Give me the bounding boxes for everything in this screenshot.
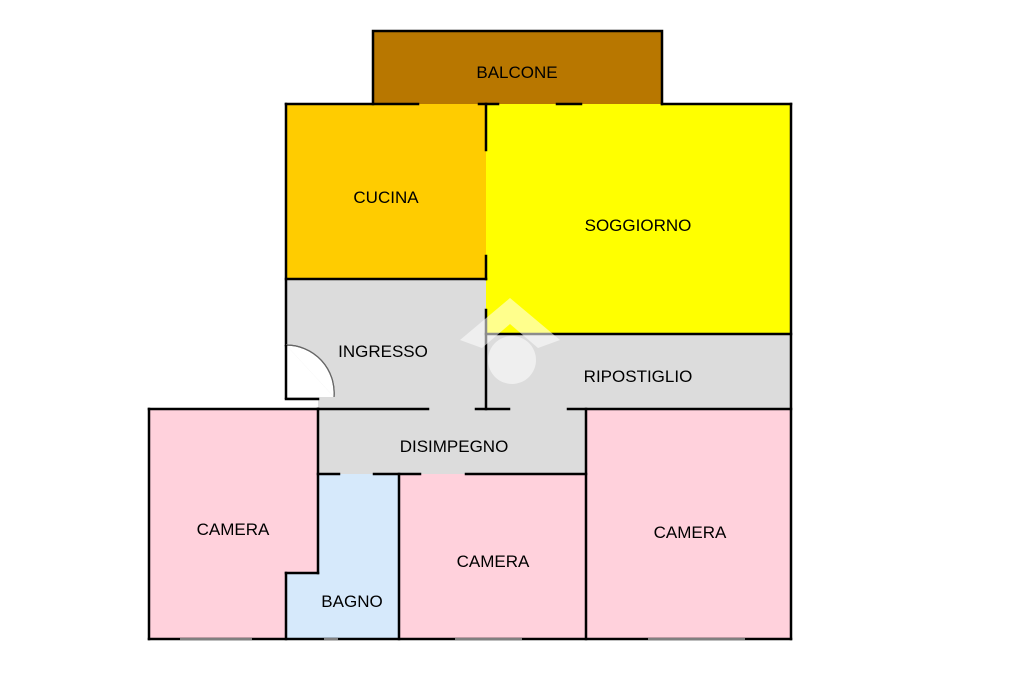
label-ripostiglio: RIPOSTIGLIO xyxy=(584,367,693,386)
room-labels: BALCONE CUCINA SOGGIORNO INGRESSO RIPOST… xyxy=(197,63,727,611)
label-bagno: BAGNO xyxy=(321,592,382,611)
room-balcone xyxy=(373,31,662,104)
entrance-door xyxy=(284,344,335,399)
room-soggiorno xyxy=(486,104,791,334)
room-ingresso xyxy=(286,279,486,409)
watermark-logo xyxy=(460,298,560,384)
label-cucina: CUCINA xyxy=(353,188,419,207)
room-camera-right xyxy=(586,409,791,639)
room-camera-middle xyxy=(399,474,586,639)
room-disimpegno xyxy=(318,409,586,474)
room-camera-left xyxy=(149,409,318,639)
label-disimpegno: DISIMPEGNO xyxy=(400,437,509,456)
label-soggiorno: SOGGIORNO xyxy=(585,216,692,235)
label-camera-middle: CAMERA xyxy=(457,552,530,571)
label-camera-left: CAMERA xyxy=(197,520,270,539)
label-ingresso: INGRESSO xyxy=(338,342,428,361)
label-balcone: BALCONE xyxy=(476,63,557,82)
room-cucina xyxy=(286,104,486,279)
room-bagno xyxy=(286,474,399,639)
label-camera-right: CAMERA xyxy=(654,523,727,542)
